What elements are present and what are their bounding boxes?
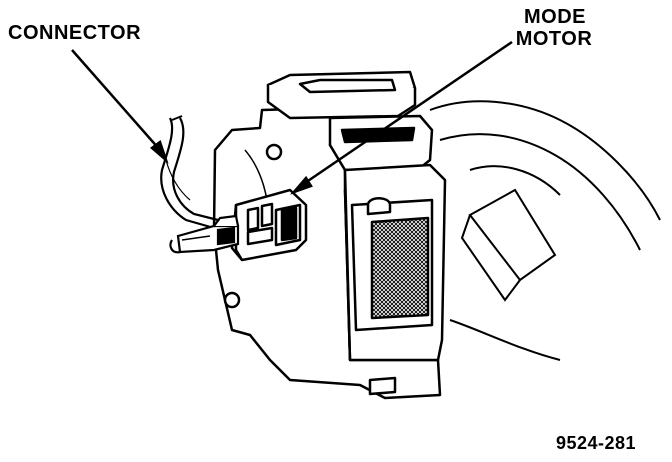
mounting-boss xyxy=(265,143,283,161)
mode-motor-label-line2: MOTOR xyxy=(515,28,593,50)
figure-id-label: 9524-281 xyxy=(556,433,637,453)
mounting-boss xyxy=(223,291,241,309)
leader-lines xyxy=(71,40,513,195)
background-duct xyxy=(429,100,661,361)
heater-housing xyxy=(212,70,447,400)
mode-motor xyxy=(230,188,308,262)
mode-motor-label-line1: MODE xyxy=(524,6,586,28)
mesh-filter xyxy=(370,216,430,320)
wiring-connector xyxy=(160,115,240,254)
connector-label: CONNECTOR xyxy=(8,22,142,44)
